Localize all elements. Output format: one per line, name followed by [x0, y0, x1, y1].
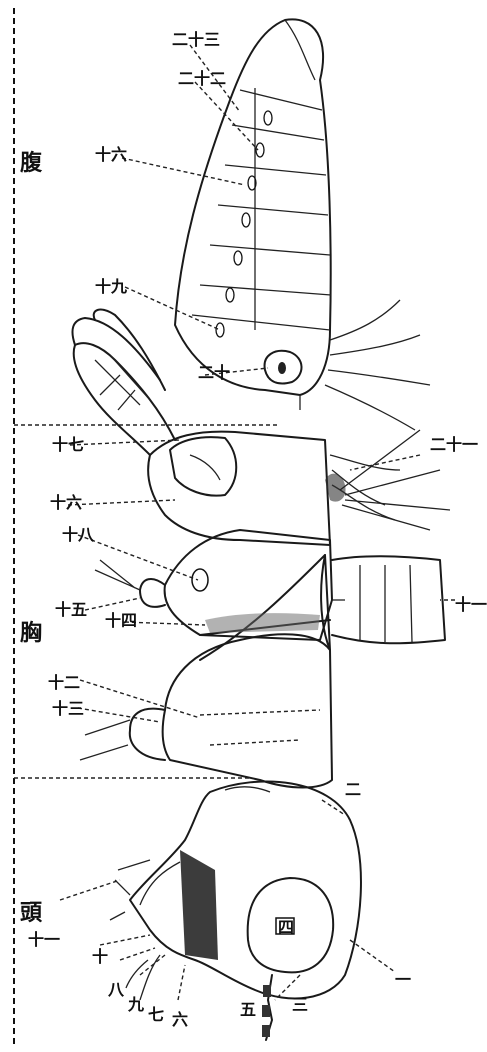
part-label-15: 十五 — [55, 600, 87, 619]
section-label-abdomen: 腹 — [20, 150, 43, 176]
part-label-5: 五 — [240, 1000, 256, 1019]
part-label-1: 一 — [395, 970, 411, 989]
part-label-10: 十 — [92, 947, 108, 966]
part-label-2: 二 — [345, 780, 361, 799]
part-label-12: 十二 — [48, 673, 80, 692]
part-label-8: 八 — [107, 980, 125, 999]
part-label-3: 三 — [292, 995, 308, 1014]
part-label-18: 十八 — [62, 525, 95, 544]
part-label-16: 十六 — [50, 493, 82, 512]
part-label-23: 二十三 — [172, 30, 220, 49]
part-label-4: 四 — [278, 918, 294, 937]
part-label-13: 十三 — [52, 699, 84, 718]
part-label-19: 十九 — [95, 277, 127, 296]
prothorax — [80, 555, 332, 788]
section-label-head: 頭 — [20, 900, 43, 926]
part-label-21: 二十一 — [430, 435, 478, 454]
part-label-17: 十七 — [52, 435, 84, 454]
part-label-22: 二十二 — [178, 69, 226, 88]
part-label-20: 二十 — [198, 363, 230, 382]
section-label-thorax: 胸 — [20, 620, 42, 646]
part-label-7: 七 — [148, 1005, 164, 1024]
part-label-11-thorax: 十一 — [455, 595, 487, 614]
part-label-16-upper: 十六 — [95, 145, 127, 164]
part-label-14: 十四 — [105, 611, 137, 630]
head-capsule — [110, 781, 361, 1040]
metathorax — [72, 310, 450, 545]
part-label-11: 十一 — [28, 930, 60, 949]
mesothorax — [95, 530, 445, 643]
leader-lines — [60, 45, 455, 1000]
part-label-6: 六 — [172, 1010, 188, 1029]
part-label-9: 九 — [127, 995, 144, 1014]
